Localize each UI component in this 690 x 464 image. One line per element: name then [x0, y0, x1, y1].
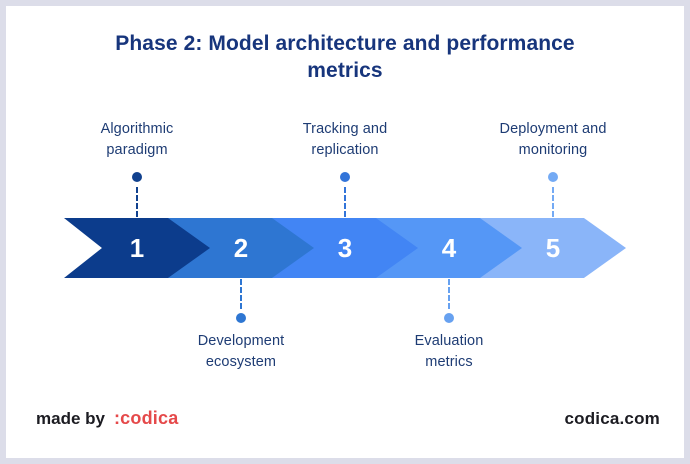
step-dot	[548, 172, 558, 182]
codica-logo: :codica	[113, 408, 179, 428]
page-title: Phase 2: Model architecture and performa…	[115, 32, 575, 82]
step-label: Tracking and replication	[302, 121, 388, 158]
website-text: codica.com	[564, 408, 660, 428]
step-connector	[136, 187, 138, 217]
footer: made by :codica codica.com	[36, 408, 660, 429]
step-connector	[448, 279, 450, 309]
step-connector	[552, 187, 554, 217]
made-by-text: made by	[36, 409, 105, 428]
step-dot	[444, 313, 454, 323]
step-dot	[340, 172, 350, 182]
segment-number: 1	[129, 233, 145, 263]
step-dot	[236, 313, 246, 323]
step-dot	[132, 172, 142, 182]
made-by: made by :codica	[36, 408, 178, 429]
step-label: Evaluation metrics	[414, 333, 484, 370]
step-connector	[344, 187, 346, 217]
segment-number: 3	[337, 233, 353, 263]
step-connector	[240, 279, 242, 309]
step-label: Development ecosystem	[197, 333, 285, 370]
step-label: Algorithmic paradigm	[100, 121, 174, 158]
segment-number: 5	[545, 233, 561, 263]
segment-number: 2	[233, 233, 249, 263]
segment-number: 4	[441, 233, 457, 263]
step-label: Deployment and monitoring	[499, 121, 607, 158]
